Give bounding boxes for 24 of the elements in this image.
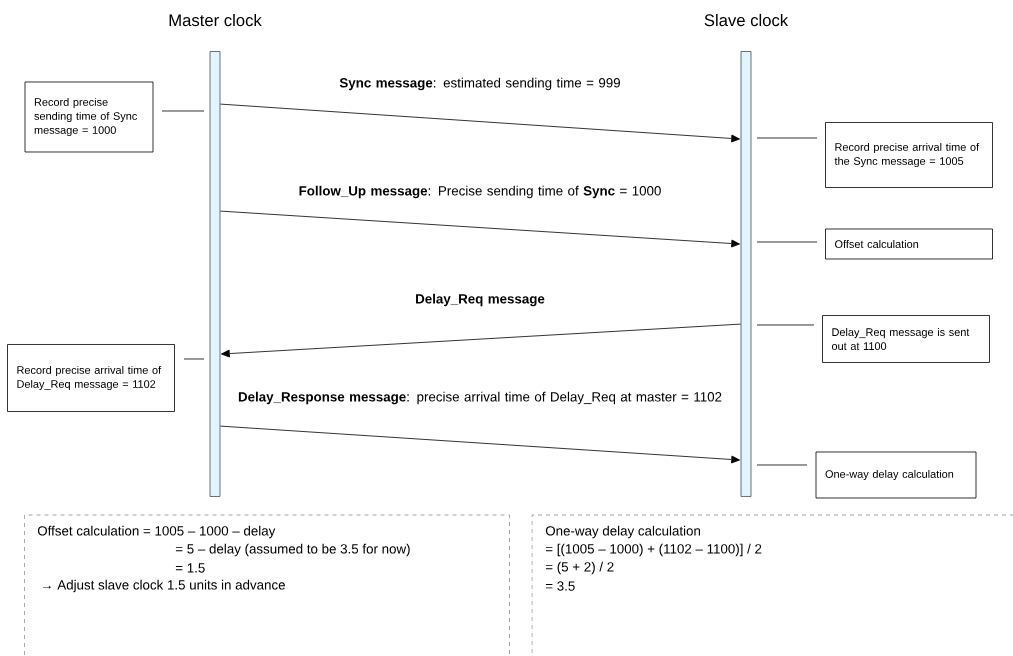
note-box: Offset calculation [825, 228, 993, 260]
note-box: Record precise sending time of Sync message = 1000 [24, 81, 154, 153]
calculation-box: Offset calculation = 1005 – 1000 – delay = 5 – delay (assumed to be 3.5 for now) = 1.5 → Adjust slave clock 1.5 units in advance [24, 514, 510, 656]
calculation-box: One-way delay calculation = [(1005 – 1000) + (1102 – 1100)] / 2 = (5 + 2) / 2 = 3.5 [531, 514, 1013, 656]
note-box: Record precise arrival time of the Sync message = 1005 [825, 122, 993, 188]
node-label: Master clock [169, 13, 262, 27]
leader-line [756, 137, 818, 139]
edge-label: Follow_Up message: Precise sending time of Sync = 1000 [299, 185, 661, 199]
message-arrow [221, 323, 741, 358]
leader-line [756, 324, 815, 326]
leader-line [161, 110, 205, 112]
leader-line [183, 358, 205, 360]
leader-line [756, 464, 808, 466]
message-arrow [220, 103, 740, 143]
note-box: One-way delay calculation [815, 451, 977, 499]
node-label: Slave clock [704, 13, 789, 27]
note-box: Delay_Req message is sent out at 1100 [822, 315, 990, 363]
edge-label: Delay_Response message: precise arrival time of Delay_Req at master = 1102 [238, 391, 722, 405]
message-arrow [220, 210, 740, 248]
edge-label: Sync message: estimated sending time = 999 [339, 77, 620, 91]
note-box: Record precise arrival time of Delay_Req message = 1102 [7, 344, 175, 412]
edge-label: Delay_Req message [416, 293, 545, 307]
leader-line [756, 241, 818, 243]
message-arrow [220, 425, 740, 464]
